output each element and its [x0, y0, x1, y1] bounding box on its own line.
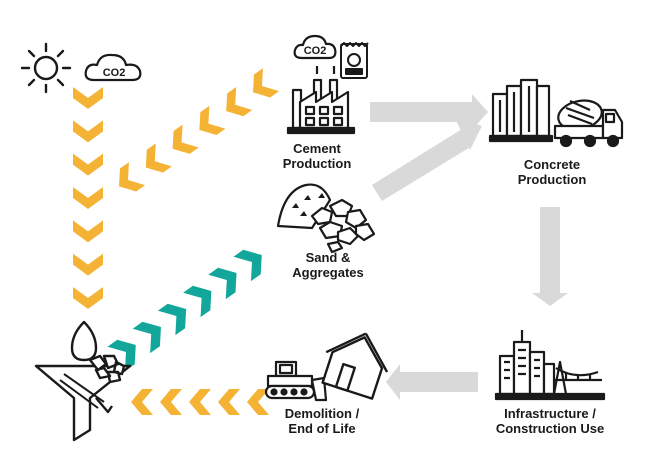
chevrons-sun-to-funnel-chevron: [73, 120, 103, 143]
demolished-house-icon: [321, 332, 389, 400]
chevrons-cement-to-vertical-chevron: [145, 143, 172, 173]
chevrons-cement-to-vertical-chevron: [226, 87, 253, 117]
chevrons-funnel-to-sand-chevron: [183, 285, 212, 318]
chevrons-sun-to-funnel-chevron: [73, 87, 103, 109]
chevrons-cement-to-vertical-chevron: [252, 68, 280, 98]
arrow-cement-to-concrete: [370, 94, 488, 130]
chevrons-funnel-to-sand-chevron: [107, 339, 136, 372]
sun-icon: [20, 42, 72, 94]
cement-bag-icon: [340, 42, 369, 79]
arrow-concrete-to-infrastructure: [532, 207, 568, 306]
co2-cloud-left-text: CO2: [103, 67, 126, 79]
label-sand-aggregates: Sand &Aggregates: [292, 250, 364, 280]
chevrons-demolition-to-funnel-chevron: [218, 389, 240, 415]
chevrons-demolition-to-funnel-chevron: [160, 389, 182, 415]
chevrons-cement-to-vertical: [118, 68, 280, 192]
label-demolition: Demolition /End of Life: [284, 406, 360, 436]
concrete-plant-icon: [488, 78, 554, 143]
chevrons-sun-to-funnel-chevron: [73, 287, 103, 309]
bulldozer-icon: [264, 360, 328, 402]
chevrons-funnel-to-sand-chevron: [233, 249, 262, 282]
chevrons-sun-to-funnel-chevron: [73, 220, 103, 243]
chevrons-funnel-to-sand-chevron: [208, 267, 237, 300]
chevrons-funnel-to-sand-chevron: [132, 321, 161, 354]
chevrons-cement-to-vertical-chevron: [172, 124, 199, 154]
arrow-infrastructure-to-demolition: [386, 364, 478, 400]
chevrons-funnel-to-sand: [107, 249, 262, 372]
chevrons-cement-to-vertical-chevron: [118, 162, 146, 192]
co2-cloud-icon: CO2: [84, 53, 142, 82]
chevrons-demolition-to-funnel: [131, 389, 269, 415]
chevrons-sun-to-funnel-chevron: [73, 253, 103, 276]
funnel-icon: [34, 320, 132, 442]
chevrons-demolition-to-funnel-chevron: [131, 389, 153, 415]
chevrons-sun-to-funnel-chevron: [73, 187, 103, 209]
mixer-truck-icon: [553, 99, 624, 148]
co2-cloud-cement-text: CO2: [304, 45, 327, 57]
chevrons-demolition-to-funnel-chevron: [189, 389, 211, 415]
chevrons-sun-to-funnel: [73, 87, 103, 309]
arrow-sand-to-concrete: [372, 116, 482, 201]
city-bridge-icon: [494, 330, 606, 401]
sand-aggregates-icon: [276, 183, 376, 254]
chevrons-sun-to-funnel-chevron: [73, 153, 103, 176]
label-infrastructure: Infrastructure /Construction Use: [495, 406, 605, 436]
chevrons-funnel-to-sand-chevron: [157, 303, 187, 336]
chevrons-demolition-to-funnel-chevron: [247, 389, 269, 415]
chevrons-cement-to-vertical-chevron: [199, 105, 226, 136]
cement-factory-icon: CO2: [286, 34, 356, 135]
